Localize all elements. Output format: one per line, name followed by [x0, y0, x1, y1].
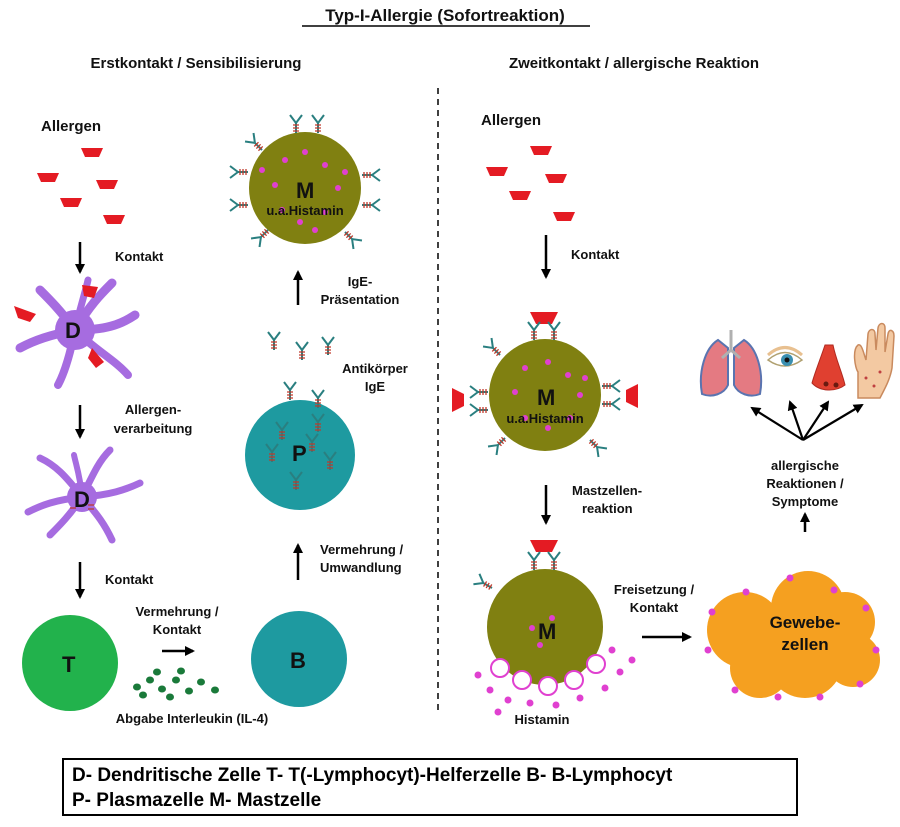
dendritic-cell-1: [15, 276, 140, 389]
free-ige-antibodies: [267, 331, 335, 409]
symptoms-label-3: Symptome: [771, 494, 839, 509]
tissue-histamine-bound: [704, 574, 880, 701]
symptoms-label-1: allergische: [771, 458, 839, 473]
right-mast-content: u.a.Histamin: [506, 411, 584, 426]
mast-reaction-label-1: Mastzellen-: [572, 483, 643, 498]
transformation-label-1: Vermehrung /: [320, 542, 404, 557]
organ-arrows: [750, 400, 864, 441]
symptoms-label-2: Reaktionen /: [766, 476, 844, 491]
right-mast-granules: [512, 359, 588, 431]
degranulating-mast-letter: M: [538, 619, 557, 644]
tissue-cells: [707, 571, 880, 698]
processing-label-2: verarbeitung: [113, 421, 193, 436]
left-mast-cell: [249, 132, 361, 244]
release-label-1: Freisetzung /: [613, 582, 695, 597]
b-cell-letter: B: [290, 648, 306, 673]
interleukin-label: Abgabe Interleukin (IL-4): [115, 711, 269, 726]
right-mast-cell: [489, 339, 601, 451]
interleukin-dots: [133, 667, 219, 701]
presentation-label-1: IgE-: [347, 274, 373, 289]
proliferation-label-1: Vermehrung /: [135, 604, 219, 619]
eye-icon: [766, 346, 804, 367]
transformation-label-2: Umwandlung: [320, 560, 402, 575]
presentation-label-2: Präsentation: [320, 292, 400, 307]
left-allergen-group: [37, 148, 125, 224]
legend-line-2: P- Plasmazelle M- Mastzelle: [72, 790, 322, 811]
legend-box: D- Dendritische Zelle T- T(-Lymphocyt)-H…: [62, 758, 798, 816]
right-mast-letter: M: [537, 385, 556, 410]
antibody-label-2: IgE: [364, 379, 386, 394]
diagram-title: Typ-I-Allergie (Sofortreaktion): [325, 6, 565, 25]
processing-label-1: Allergen-: [124, 402, 182, 417]
degranulating-mast-receptors: [472, 540, 561, 595]
right-mast-bound-allergens: [452, 312, 638, 458]
dendritic-letter-2: D: [74, 487, 90, 512]
plasma-cell: [245, 400, 355, 510]
left-mast-granules: [259, 149, 348, 233]
right-section-heading: Zweitkontakt / allergische Reaktion: [508, 55, 760, 72]
degranulation-vesicles: [490, 654, 606, 696]
proliferation-label-2: Kontakt: [152, 622, 202, 637]
dendritic-2-fragments: [70, 504, 94, 510]
left-mast-letter: M: [296, 178, 315, 203]
tissue-label-2: zellen: [781, 635, 829, 654]
left-section-heading: Erstkontakt / Sensibilisierung: [90, 55, 302, 72]
legend-line-1: D- Dendritische Zelle T- T(-Lymphocyt)-H…: [72, 765, 673, 786]
mast-reaction-label-2: reaktion: [582, 501, 633, 516]
left-contact-label-2: Kontakt: [105, 572, 154, 587]
lungs-icon: [699, 330, 763, 397]
t-cell: [22, 615, 118, 711]
left-allergen-label: Allergen: [41, 118, 102, 135]
t-cell-letter: T: [62, 652, 76, 677]
release-label-2: Kontakt: [629, 600, 679, 615]
hand-icon: [853, 322, 895, 399]
right-allergen-group: [486, 146, 575, 221]
dendritic-1-allergens: [14, 285, 104, 368]
degranulating-mast-cell: [487, 569, 603, 685]
tissue-label-1: Gewebe-: [769, 613, 841, 632]
released-histamine: [474, 615, 636, 716]
plasma-cell-letter: P: [292, 441, 307, 466]
right-allergen-label: Allergen: [481, 112, 542, 129]
left-contact-label-1: Kontakt: [115, 249, 164, 264]
antibody-label-1: Antikörper: [342, 361, 408, 376]
right-contact-label: Kontakt: [571, 247, 620, 262]
histamine-label: Histamin: [514, 712, 570, 727]
dendritic-letter-1: D: [65, 318, 81, 343]
left-mast-content: u.a.Histamin: [266, 203, 344, 218]
b-cell: [251, 611, 347, 707]
nose-icon: [811, 344, 846, 391]
